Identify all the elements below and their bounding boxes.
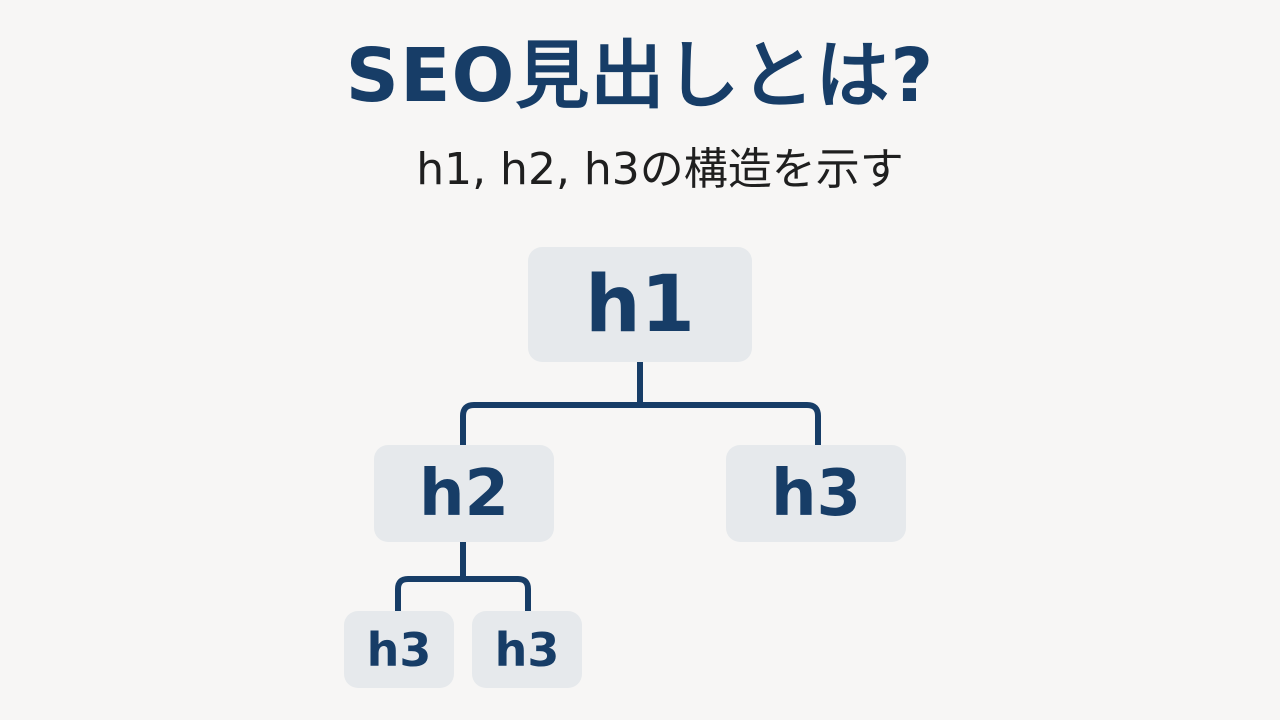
node-h3-right: h3 [726, 445, 906, 542]
node-h3-child-1-label: h3 [366, 622, 432, 677]
node-h2: h2 [374, 445, 554, 542]
node-h2-label: h2 [418, 456, 510, 531]
node-h1-label: h1 [585, 259, 695, 350]
node-h3-child-2-label: h3 [494, 622, 560, 677]
connector-h1-children [460, 402, 821, 445]
page-title: SEO見出しとは? [345, 33, 935, 119]
node-h3-child-1: h3 [344, 611, 454, 688]
page-subtitle: h1, h2, h3の構造を示す [416, 144, 904, 195]
connector-h2-children [395, 576, 531, 612]
node-h3-right-label: h3 [770, 456, 862, 531]
node-h3-child-2: h3 [472, 611, 582, 688]
node-h1: h1 [528, 247, 752, 362]
